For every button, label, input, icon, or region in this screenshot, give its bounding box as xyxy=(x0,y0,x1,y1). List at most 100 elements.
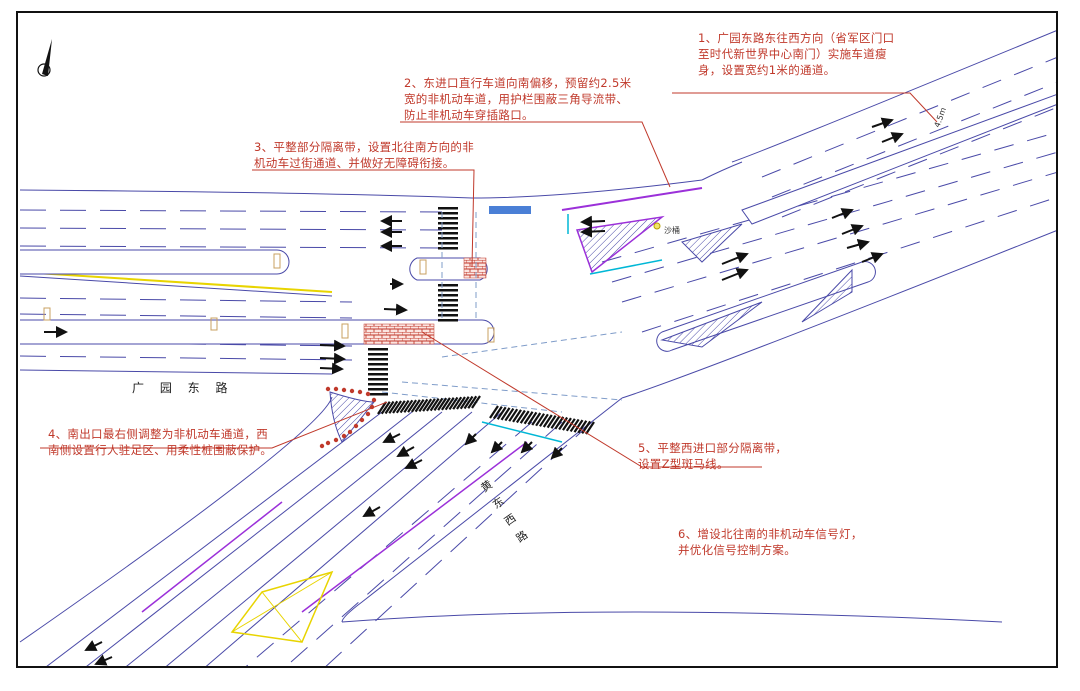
flexible-post xyxy=(333,437,339,443)
crosswalk-stripe xyxy=(368,378,388,381)
crosswalk-stripe xyxy=(437,397,448,411)
crosswalk-stripe xyxy=(407,399,417,413)
crosswalk-stripe xyxy=(448,396,459,411)
lane-arrow xyxy=(580,225,606,238)
crosswalk-stripe xyxy=(558,416,569,431)
east-road xyxy=(601,30,1056,399)
crosswalk-stripe xyxy=(438,212,458,215)
crosswalk-stripe xyxy=(554,416,565,430)
crosswalk-stripe xyxy=(452,396,463,410)
note-5: 5、平整西进口部分隔离带，设置Z型斑马线。 xyxy=(638,441,788,471)
flexible-post xyxy=(365,411,371,417)
lane-arrow xyxy=(871,117,894,129)
crosswalk-stripe xyxy=(471,395,481,409)
crosswalk-stripe xyxy=(368,393,388,396)
crosswalk-stripe xyxy=(384,400,395,415)
crosswalk-stripe xyxy=(403,399,414,413)
north-arrow-icon xyxy=(37,39,52,77)
lane-arrow xyxy=(831,208,854,220)
crosswalk-stripe xyxy=(438,247,458,250)
sandbucket-icon xyxy=(653,222,661,230)
crosswalk-stripe xyxy=(438,227,458,230)
crosswalk-stripe xyxy=(519,410,530,424)
crosswalk-stripe xyxy=(467,395,478,409)
crosswalk-stripe xyxy=(535,413,545,427)
crosswalk-stripe xyxy=(410,399,421,413)
crosswalk-stripe xyxy=(550,415,561,429)
note-3: 3、平整部分隔离带，设置北往南方向的非机动车过街通道、并做好无障碍衔接。 xyxy=(254,140,475,170)
bike-lane-edge xyxy=(589,259,663,275)
crosswalk-stripe xyxy=(429,398,440,412)
crosswalk-stripe xyxy=(438,222,458,225)
crosswalk-stripe xyxy=(438,242,458,245)
crosswalk-stripe xyxy=(438,237,458,240)
lane-arrow xyxy=(84,640,103,651)
lane-arrow xyxy=(550,446,564,460)
lane-arrow xyxy=(382,432,401,443)
flexible-post xyxy=(325,386,331,392)
road-label-west: 广 园 东 路 xyxy=(132,381,234,395)
crosswalk-stripe xyxy=(444,397,455,411)
lane-arrow xyxy=(404,458,423,469)
note-4: 4、南出口最右侧调整为非机动车通道，西南侧设置行人驻足区、用柔性桩围蔽保护。 xyxy=(48,427,273,457)
crosswalk-stripe xyxy=(496,406,507,420)
lane-arrow xyxy=(721,252,749,265)
west-road xyxy=(19,179,703,375)
note-6: 6、增设北往南的非机动车信号灯，并优化信号控制方案。 xyxy=(678,527,863,557)
crosswalk-stripe xyxy=(492,406,503,420)
crosswalk-stripe xyxy=(388,400,399,414)
crosswalk-stripe xyxy=(577,420,588,434)
note-1: 1、广园东路东往西方向（省军区门口至时代新世界中心南门）实施车道瘦身，设置宽约1… xyxy=(698,31,895,77)
crosswalk-stripe xyxy=(438,304,458,307)
crosswalk-stripe xyxy=(523,411,534,425)
crosswalk-stripe xyxy=(368,373,388,376)
crosswalk-stripe xyxy=(368,353,388,356)
flexible-post xyxy=(359,417,365,423)
flexible-post xyxy=(365,391,371,397)
south-road xyxy=(19,396,1003,666)
crosswalk-stripe xyxy=(508,408,519,422)
crosswalk-stripe xyxy=(438,314,458,317)
lane-arrow xyxy=(846,238,870,251)
crosswalk-stripe xyxy=(395,400,406,414)
pedestrian-refuge xyxy=(329,391,376,443)
flexible-post xyxy=(319,443,325,449)
crosswalk-stripe xyxy=(546,414,557,429)
diversion-triangle xyxy=(575,215,665,274)
flexible-post xyxy=(371,397,377,403)
flexible-post xyxy=(333,386,339,392)
crosswalk-stripe xyxy=(438,207,458,210)
median-west-1 xyxy=(20,249,290,275)
crosswalk-stripe xyxy=(399,399,410,414)
crosswalk-stripe xyxy=(414,398,425,413)
crosswalk-stripe xyxy=(463,395,474,410)
lane-arrow xyxy=(721,268,749,281)
crosswalk-stripe xyxy=(512,409,522,423)
flexible-post xyxy=(353,423,359,429)
crosswalk-stripe xyxy=(438,289,458,292)
lane-arrow xyxy=(319,352,346,365)
leader-lines xyxy=(40,92,938,468)
flexible-post xyxy=(341,387,347,393)
paving-median xyxy=(363,323,435,345)
flexible-post xyxy=(341,433,347,439)
crosswalk-stripe xyxy=(539,413,549,427)
guardrail xyxy=(561,187,703,211)
lane-arrow xyxy=(841,224,864,236)
lane-arrow xyxy=(520,440,534,454)
bike-lane-east-block xyxy=(489,206,531,214)
lane-arrow xyxy=(362,505,381,517)
crosswalk-stripe xyxy=(456,396,466,410)
lane-arrow xyxy=(319,339,346,352)
crosswalk-stripe xyxy=(438,284,458,287)
drawing-frame: 1、广园东路东往西方向（省军区门口至时代新世界中心南门）实施车道瘦身，设置宽约1… xyxy=(16,11,1058,668)
crosswalk-stripe xyxy=(368,368,388,371)
crosswalk-stripe xyxy=(438,299,458,302)
crosswalk-stripe xyxy=(500,407,511,421)
crosswalk-stripe xyxy=(504,407,515,422)
crosswalk-stripe xyxy=(459,396,470,410)
crosswalk-stripe xyxy=(438,309,458,312)
flexible-post xyxy=(357,389,363,395)
crosswalk-stripe xyxy=(531,412,542,426)
note-2: 2、东进口直行车道向南偏移，预留约2.5米宽的非机动车道，用护栏围蔽三角导流带、… xyxy=(404,76,632,122)
